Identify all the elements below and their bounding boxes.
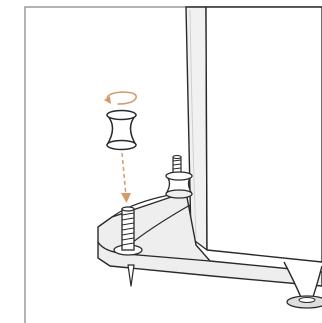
cabinet-front-panel	[206, 7, 322, 262]
rotate-arrow-icon	[104, 92, 136, 104]
floor-spike-icon	[128, 265, 134, 286]
mounted-foot-icon	[166, 156, 192, 199]
floor-spike-icon	[284, 262, 322, 308]
foot-cap-icon	[107, 111, 136, 150]
dashed-guide-arrow-icon	[121, 153, 131, 203]
